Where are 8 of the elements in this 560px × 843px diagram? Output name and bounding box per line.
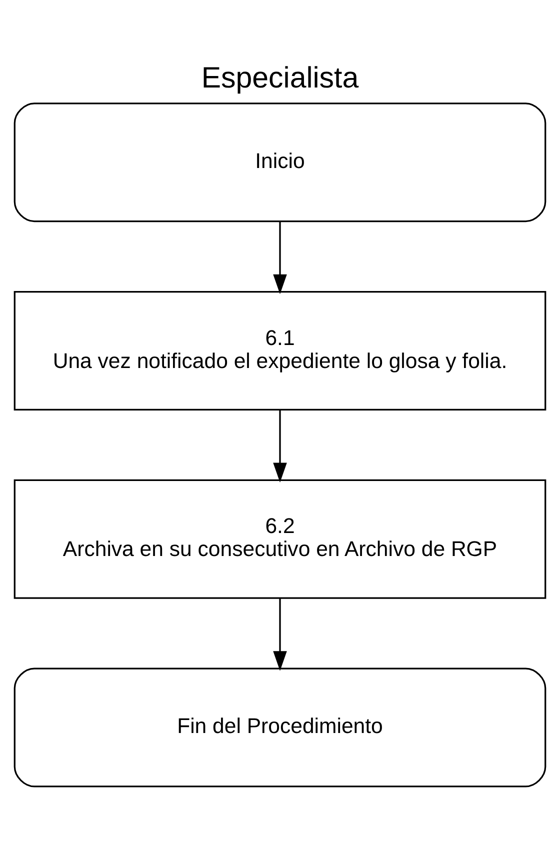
arrow bbox=[273, 598, 287, 670]
node-box: Fin del Procedimiento bbox=[14, 667, 546, 787]
arrow bbox=[273, 409, 287, 482]
node-box: 6.2 Archiva en su consecutivo en Archivo de RGP bbox=[14, 478, 546, 598]
diagram-title: Especialista bbox=[201, 61, 359, 94]
node-box: Inicio bbox=[14, 102, 546, 222]
node-box: 6.1 Una vez notificado el expediente lo glosa y folia. bbox=[14, 290, 546, 410]
arrow bbox=[273, 221, 287, 294]
